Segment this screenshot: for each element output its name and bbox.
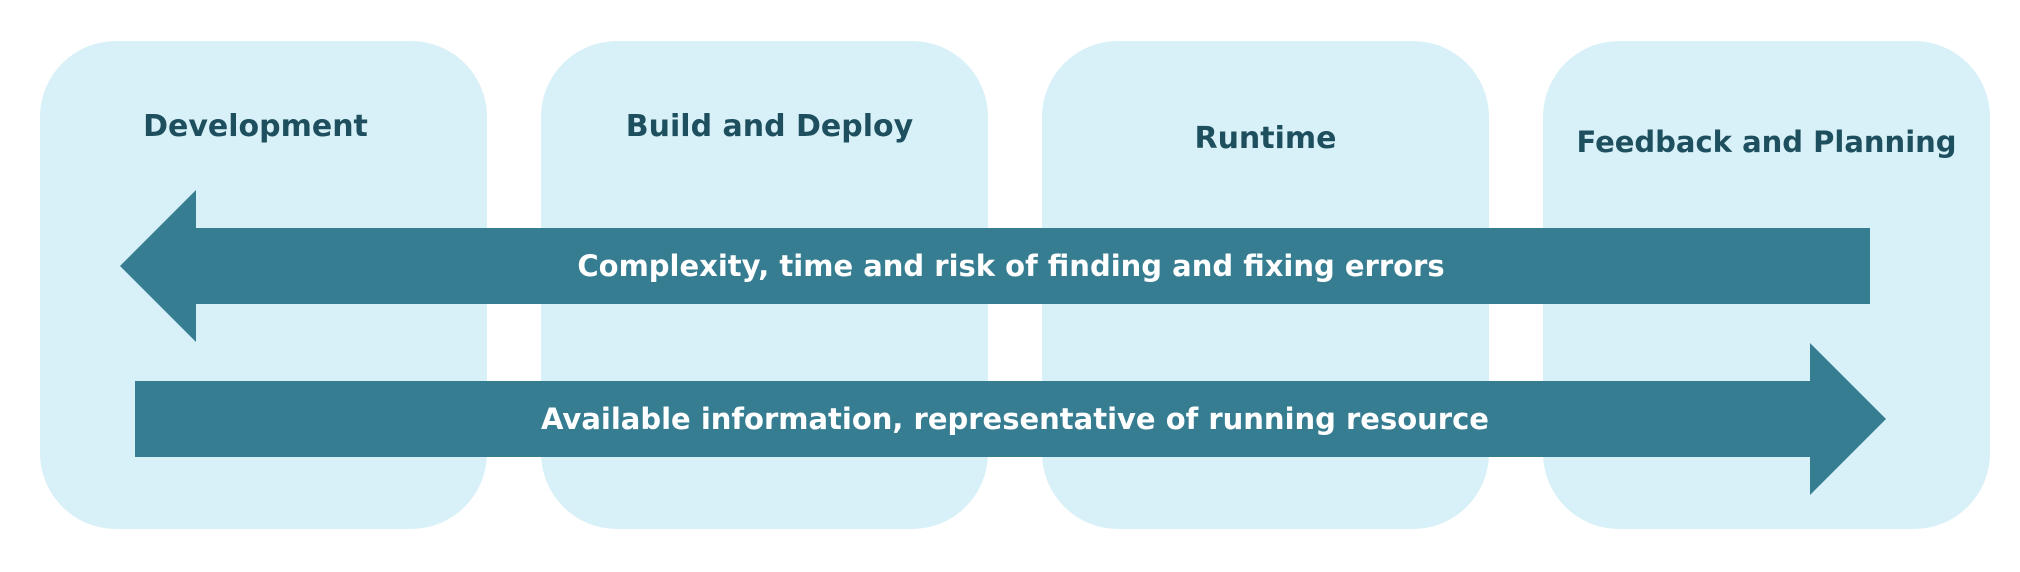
stage-title-runtime: Runtime (1194, 121, 1337, 156)
left-arrow-label: Complexity, time and risk of finding and… (577, 249, 1444, 283)
stage-title-build-and-deploy: Build and Deploy (625, 109, 914, 144)
right-arrow (135, 343, 1886, 495)
right-arrow-label: Available information, representative of… (541, 402, 1489, 436)
left-arrow (120, 190, 1870, 342)
stage-title-feedback-and-planning: Feedback and Planning (1576, 125, 1957, 159)
stage-title-development: Development (143, 109, 368, 144)
